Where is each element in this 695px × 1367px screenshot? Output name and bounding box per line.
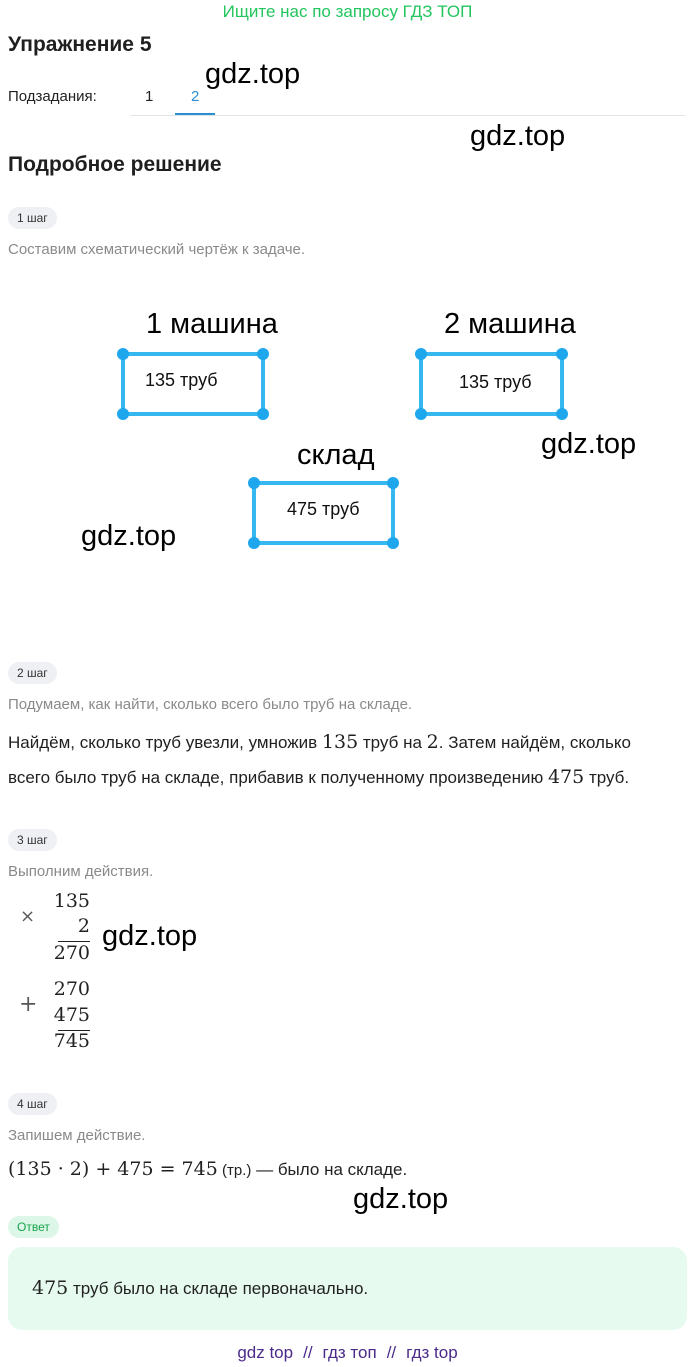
- footer-link-2[interactable]: гдз топ: [322, 1343, 377, 1362]
- subtask-tab-2[interactable]: 2: [191, 88, 200, 105]
- car-1-box: [117, 348, 269, 420]
- warehouse-title: склад: [297, 439, 375, 471]
- step-1-hint: Составим схематический чертёж к задаче.: [8, 241, 306, 258]
- step-4-hint: Запишем действие.: [8, 1127, 146, 1144]
- step-badge-1: 1 шаг: [8, 207, 57, 229]
- answer-badge: Ответ: [8, 1216, 59, 1238]
- subtask-tab-1[interactable]: 1: [145, 88, 154, 105]
- step-badge-3: 3 шаг: [8, 829, 57, 851]
- text-part: Найдём, сколько труб увезли, умножив: [8, 733, 322, 752]
- section-title: Подробное решение: [8, 153, 222, 176]
- answer-text: 475 труб было на складе первоначально.: [32, 1277, 368, 1299]
- number: 475: [547, 766, 585, 788]
- watermark: gdz.top: [353, 1183, 449, 1215]
- warehouse-value: 475 труб: [287, 499, 360, 519]
- add-line: [58, 1030, 90, 1031]
- exercise-title: Упражнение 5: [8, 33, 152, 56]
- multiply-sign: ×: [20, 906, 36, 927]
- active-tab-indicator: [175, 113, 215, 115]
- answer-sentence: труб было на складе первоначально.: [68, 1279, 369, 1298]
- car-1-title: 1 машина: [146, 308, 278, 340]
- text-part: труб.: [584, 768, 630, 787]
- column-calculations: × 135 2 270 + 270 475 745: [0, 888, 250, 1058]
- watermark: gdz.top: [470, 120, 566, 152]
- add-result: 745: [53, 1030, 90, 1052]
- step-3-hint: Выполним действия.: [8, 863, 154, 880]
- text-part: труб на: [358, 733, 427, 752]
- diagram-svg: [117, 348, 568, 549]
- watermark: gdz.top: [102, 920, 198, 952]
- mul-result: 270: [53, 942, 90, 964]
- car-2-value: 135 труб: [459, 372, 532, 392]
- search-banner: Ищите нас по запросу ГДЗ ТОП: [222, 2, 473, 21]
- answer-box: [8, 1247, 687, 1330]
- schematic-diagram: 1 машина 135 труб 2 машина 135 труб скла…: [0, 300, 695, 570]
- footer-separator: //: [386, 1343, 397, 1362]
- car-1-value: 135 труб: [145, 370, 218, 390]
- watermark: gdz.top: [541, 428, 637, 460]
- text-part: всего было труб на складе, прибавив к по…: [8, 768, 548, 787]
- formula-tail: — было на складе.: [251, 1160, 408, 1179]
- mul-operand-1: 135: [53, 890, 90, 912]
- watermark: gdz.top: [81, 520, 177, 552]
- mul-operand-2: 2: [77, 915, 90, 937]
- plus-sign: +: [19, 992, 38, 1017]
- step-badge-2: 2 шаг: [8, 662, 57, 684]
- formula: (135 · 2) + 475 = 745: [8, 1158, 218, 1180]
- add-operand-2: 475: [53, 1004, 90, 1026]
- formula-unit: (тр.): [217, 1162, 252, 1179]
- step-2-text-line-2: всего было труб на складе, прибавив к по…: [8, 766, 629, 788]
- warehouse-box: [248, 477, 399, 549]
- footer-link-1[interactable]: gdz top: [237, 1343, 294, 1362]
- number: 135: [321, 731, 359, 753]
- step-2-hint: Подумаем, как найти, сколько всего было …: [8, 696, 413, 713]
- car-2-box: [415, 348, 568, 420]
- tabs-divider: [130, 115, 685, 116]
- add-operand-1: 270: [53, 978, 90, 1000]
- car-2-title: 2 машина: [444, 308, 576, 340]
- subtasks-label: Подзадания:: [8, 88, 97, 105]
- step-4-formula-line: (135 · 2) + 475 = 745 (тр.) — было на ск…: [8, 1158, 407, 1180]
- watermark: gdz.top: [205, 58, 301, 90]
- text-part: . Затем найдём, сколько: [438, 733, 631, 752]
- mul-line: [58, 941, 90, 942]
- step-2-text-line-1: Найдём, сколько труб увезли, умножив 135…: [8, 731, 631, 753]
- answer-number: 475: [32, 1277, 69, 1299]
- footer-separator: //: [303, 1343, 313, 1362]
- step-badge-4: 4 шаг: [8, 1093, 57, 1115]
- number: 2: [426, 731, 439, 753]
- footer-links: gdz top // гдз топ // гдз top: [0, 1343, 695, 1363]
- footer-link-3[interactable]: гдз top: [406, 1343, 458, 1362]
